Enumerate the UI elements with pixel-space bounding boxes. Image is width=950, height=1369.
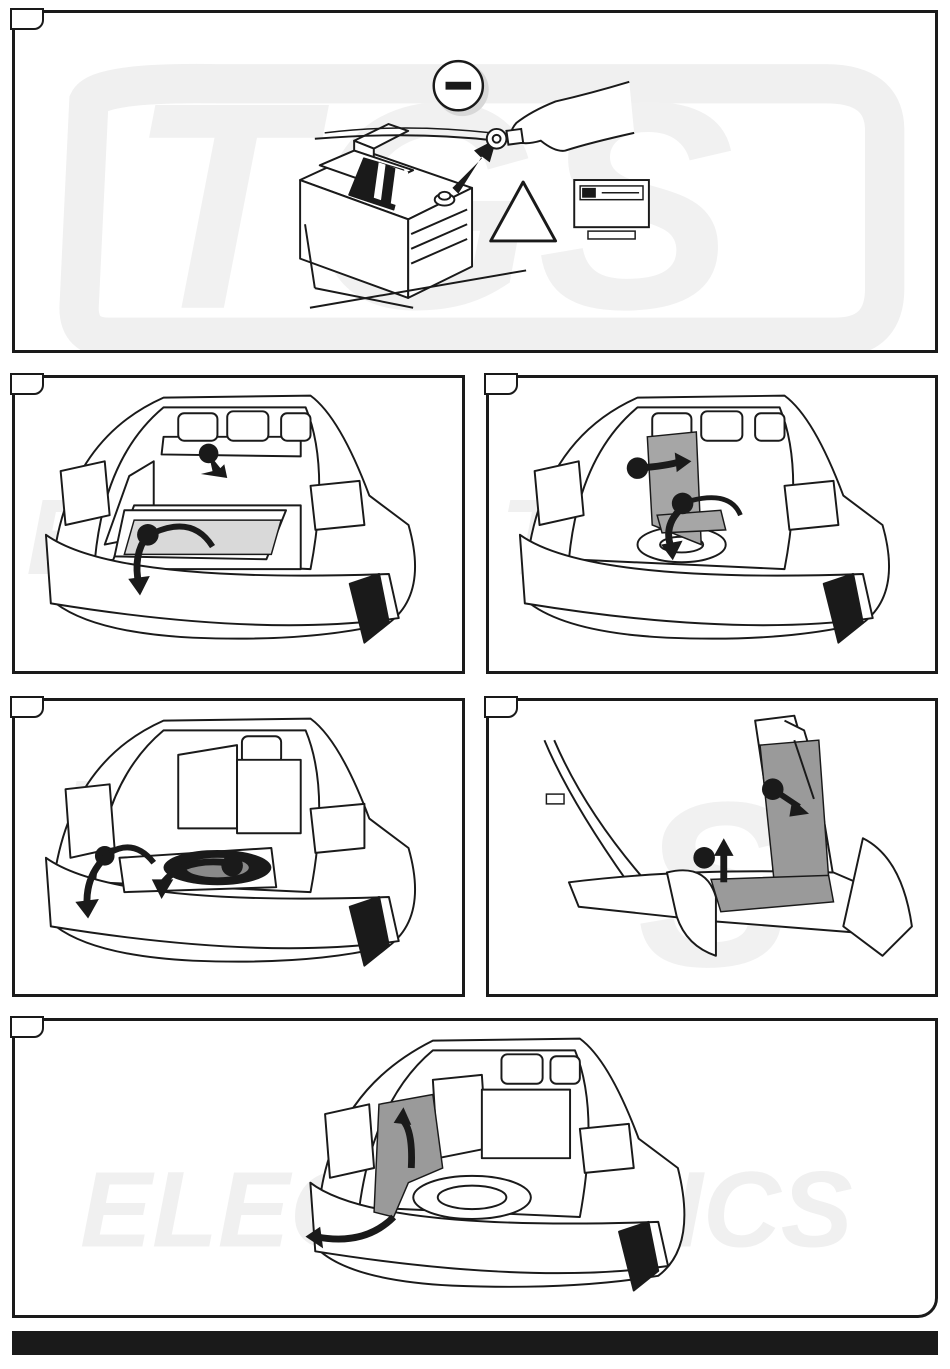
spare-wheel-removal-icon: T	[15, 701, 462, 994]
sill-trim-removal-icon: S	[489, 701, 935, 994]
footer-bar	[12, 1331, 938, 1355]
panel-trunk-cover: TRONI	[486, 375, 938, 674]
panel-spare-wheel-tab	[10, 696, 44, 718]
trunk-side-cover-icon: TRONI	[489, 378, 935, 671]
side-panel-removal-icon: ELECTRONICS	[15, 1021, 935, 1315]
panel-trunk-floor-tab	[10, 373, 44, 395]
panel-side-panel-tab	[10, 1016, 44, 1038]
panel-side-panel: ELECTRONICS	[12, 1018, 938, 1318]
panel-sill-trim: S	[486, 698, 938, 997]
panel-battery-tab	[10, 8, 44, 30]
battery-disconnect-negative-icon: TGS	[15, 13, 935, 350]
panel-spare-wheel: T	[12, 698, 465, 997]
panel-sill-trim-tab	[484, 696, 518, 718]
panel-trunk-floor: ELEC	[12, 375, 465, 674]
panel-trunk-cover-tab	[484, 373, 518, 395]
panel-battery-disconnect: TGS	[12, 10, 938, 353]
trunk-floor-removal-icon: ELEC	[15, 378, 462, 671]
